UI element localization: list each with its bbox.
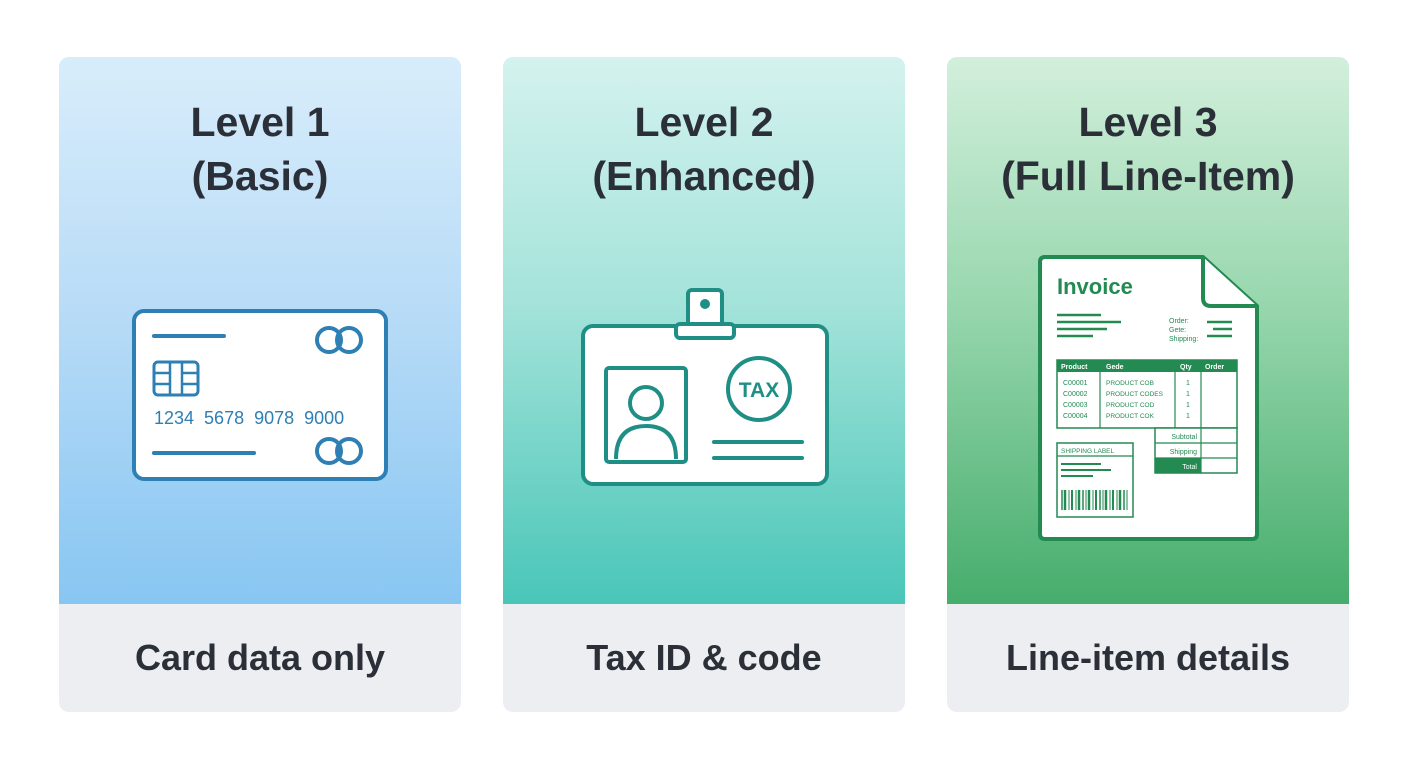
level-1-title-line1: Level 1 [190, 99, 330, 145]
level-2-card: Level 2 (Enhanced) TAX Tax ID & c [503, 57, 905, 712]
invoice-meta-order: Order: [1169, 318, 1189, 325]
table-row-1-code: C00001 [1063, 380, 1088, 387]
level-2-caption: Tax ID & code [586, 637, 822, 678]
level-1-title: Level 1 (Basic) [59, 95, 461, 203]
level-3-title-line1: Level 3 [1078, 99, 1218, 145]
barcode-icon [1061, 490, 1128, 510]
invoice-meta-gete: Gete: [1169, 327, 1186, 334]
tax-id-badge-icon: TAX [581, 288, 829, 486]
invoice-meta-shipping: Shipping: [1169, 336, 1198, 343]
totals-subtotal: Subtotal [1171, 434, 1197, 441]
table-row-2-product: PRODUCT CODES [1106, 391, 1164, 398]
invoice-icon: Invoice Order: Gete: Shipping: Product G… [1038, 255, 1259, 541]
credit-card-icon: 1234 5678 9078 9000 [132, 309, 388, 481]
level-2-title-line1: Level 2 [634, 99, 774, 145]
portrait-icon [604, 366, 688, 464]
card-number: 1234 5678 9078 9000 [154, 408, 344, 428]
level-1-card: Level 1 (Basic) 1234 5678 9078 9000 Card… [59, 57, 461, 712]
table-row-3-qty: 1 [1186, 402, 1190, 409]
tax-stamp-icon: TAX [726, 356, 792, 422]
level-1-header: Level 1 (Basic) 1234 5678 9078 9000 [59, 57, 461, 604]
table-row-4-product: PRODUCT COK [1106, 413, 1155, 420]
level-2-header: Level 2 (Enhanced) TAX [503, 57, 905, 604]
table-row-3-code: C00003 [1063, 402, 1088, 409]
level-2-title-line2: (Enhanced) [592, 153, 816, 199]
chip-icon [152, 360, 200, 397]
table-row-1-product: PRODUCT COB [1106, 380, 1154, 387]
table-row-1-qty: 1 [1186, 380, 1190, 387]
totals-box: Subtotal Shipping Total [1154, 427, 1238, 474]
table-header-qty: Qty [1180, 364, 1192, 371]
level-1-title-line2: (Basic) [191, 153, 329, 199]
table-header-product: Product [1061, 364, 1088, 371]
level-3-title: Level 3 (Full Line-Item) [947, 95, 1349, 203]
table-row-4-qty: 1 [1186, 413, 1190, 420]
level-3-caption: Line-item details [1005, 637, 1291, 678]
invoice-title: Invoice [1057, 274, 1133, 299]
table-row-3-product: PRODUCT COD [1106, 402, 1155, 409]
level-3-header: Level 3 (Full Line-Item) Invoice Order: … [947, 57, 1349, 604]
level-1-caption: Card data only [134, 637, 386, 678]
level-2-title: Level 2 (Enhanced) [503, 95, 905, 203]
totals-total: Total [1182, 464, 1197, 471]
table-header-gede: Gede [1106, 364, 1124, 371]
shipping-label-title: SHIPPING LABEL [1061, 448, 1114, 455]
table-row-2-code: C00002 [1063, 391, 1088, 398]
table-row-4-code: C00004 [1063, 413, 1088, 420]
totals-shipping: Shipping [1170, 449, 1197, 456]
tax-stamp-label: TAX [739, 379, 779, 402]
level-3-card: Level 3 (Full Line-Item) Invoice Order: … [947, 57, 1349, 712]
level-3-title-line2: (Full Line-Item) [1001, 153, 1295, 199]
table-header-order: Order [1205, 364, 1224, 371]
shipping-label: SHIPPING LABEL [1056, 442, 1134, 518]
table-row-2-qty: 1 [1186, 391, 1190, 398]
line-item-table: Product Gede Qty Order C00001 PRODUCT CO… [1056, 359, 1238, 429]
